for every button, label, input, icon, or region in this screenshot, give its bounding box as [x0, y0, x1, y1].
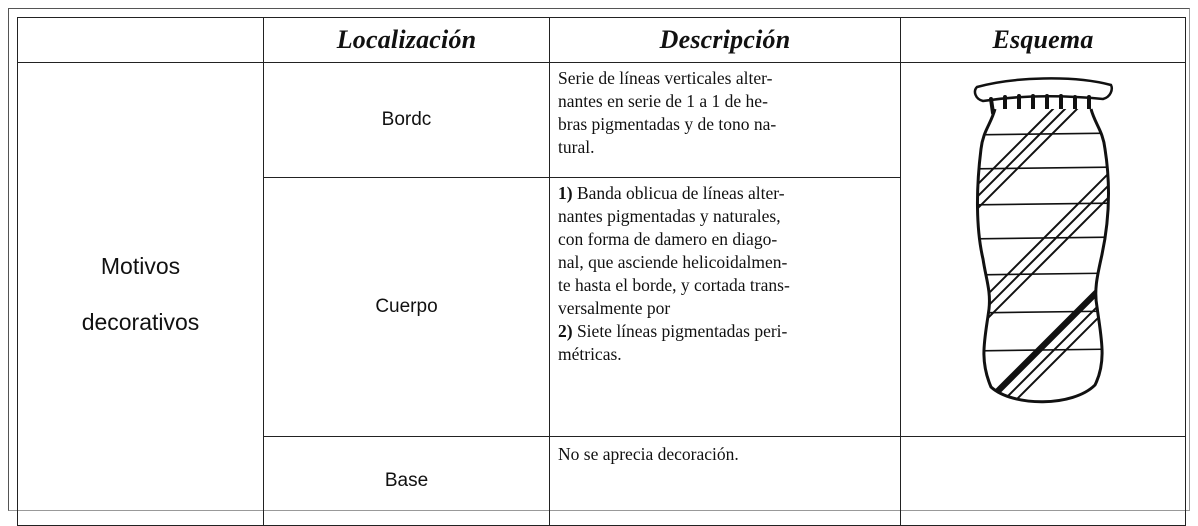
description-line: métricas. [558, 344, 622, 364]
description-line: 2) Siete líneas pigmentadas peri- [558, 320, 892, 343]
location-borde: Bordc [263, 62, 550, 178]
header-description: Descripción [549, 17, 901, 63]
category-cell: Motivos decorativos [17, 62, 264, 526]
decoration-table: Localización Descripción Esquema Motivos… [17, 17, 1186, 526]
header-empty-cell [17, 17, 264, 63]
scheme-base-empty [900, 436, 1186, 526]
description-line: bras pigmentadas y de tono na- [558, 114, 777, 134]
description-line: versalmente por [558, 298, 671, 318]
description-text: Banda oblicua de líneas alter- [572, 183, 785, 203]
location-cuerpo: Cuerpo [263, 177, 550, 437]
decorated-vessel-sketch-icon [973, 77, 1113, 404]
location-base: Base [263, 436, 550, 526]
description-line: nantes pigmentadas y naturales, [558, 206, 781, 226]
scheme-cell [900, 62, 1186, 437]
item-number: 2) [558, 321, 573, 341]
description-line: tural. [558, 137, 595, 157]
table-row-borde: Motivos decorativos Bordc Serie de línea… [17, 62, 1186, 526]
description-cuerpo: 1) Banda oblicua de líneas alter- nantes… [549, 177, 901, 437]
description-base: No se aprecia decoración. [549, 436, 901, 526]
header-location: Localización [263, 17, 550, 63]
description-line: Serie de líneas verticales alter- [558, 68, 773, 88]
description-line: nal, que asciende helicoidalmen- [558, 252, 788, 272]
description-line: con forma de damero en diago- [558, 229, 778, 249]
table-row-base: Base No se aprecia decoración. [18, 436, 1186, 526]
category-line-2: decorativos [81, 309, 200, 335]
description-line: nantes en serie de 1 a 1 de he- [558, 91, 768, 111]
description-line: 1) Banda oblicua de líneas alter- [558, 182, 892, 205]
header-row: Localización Descripción Esquema [17, 17, 1186, 63]
table-row-cuerpo: Cuerpo 1) Banda oblicua de líneas alter-… [18, 177, 1186, 437]
description-line: te hasta el borde, y cortada trans- [558, 275, 790, 295]
description-text: Siete líneas pigmentadas peri- [572, 321, 788, 341]
item-number: 1) [558, 183, 573, 203]
category-line-1: Motivos [100, 253, 181, 279]
header-scheme: Esquema [900, 17, 1186, 63]
description-borde: Serie de líneas verticales alter- nantes… [549, 62, 901, 178]
